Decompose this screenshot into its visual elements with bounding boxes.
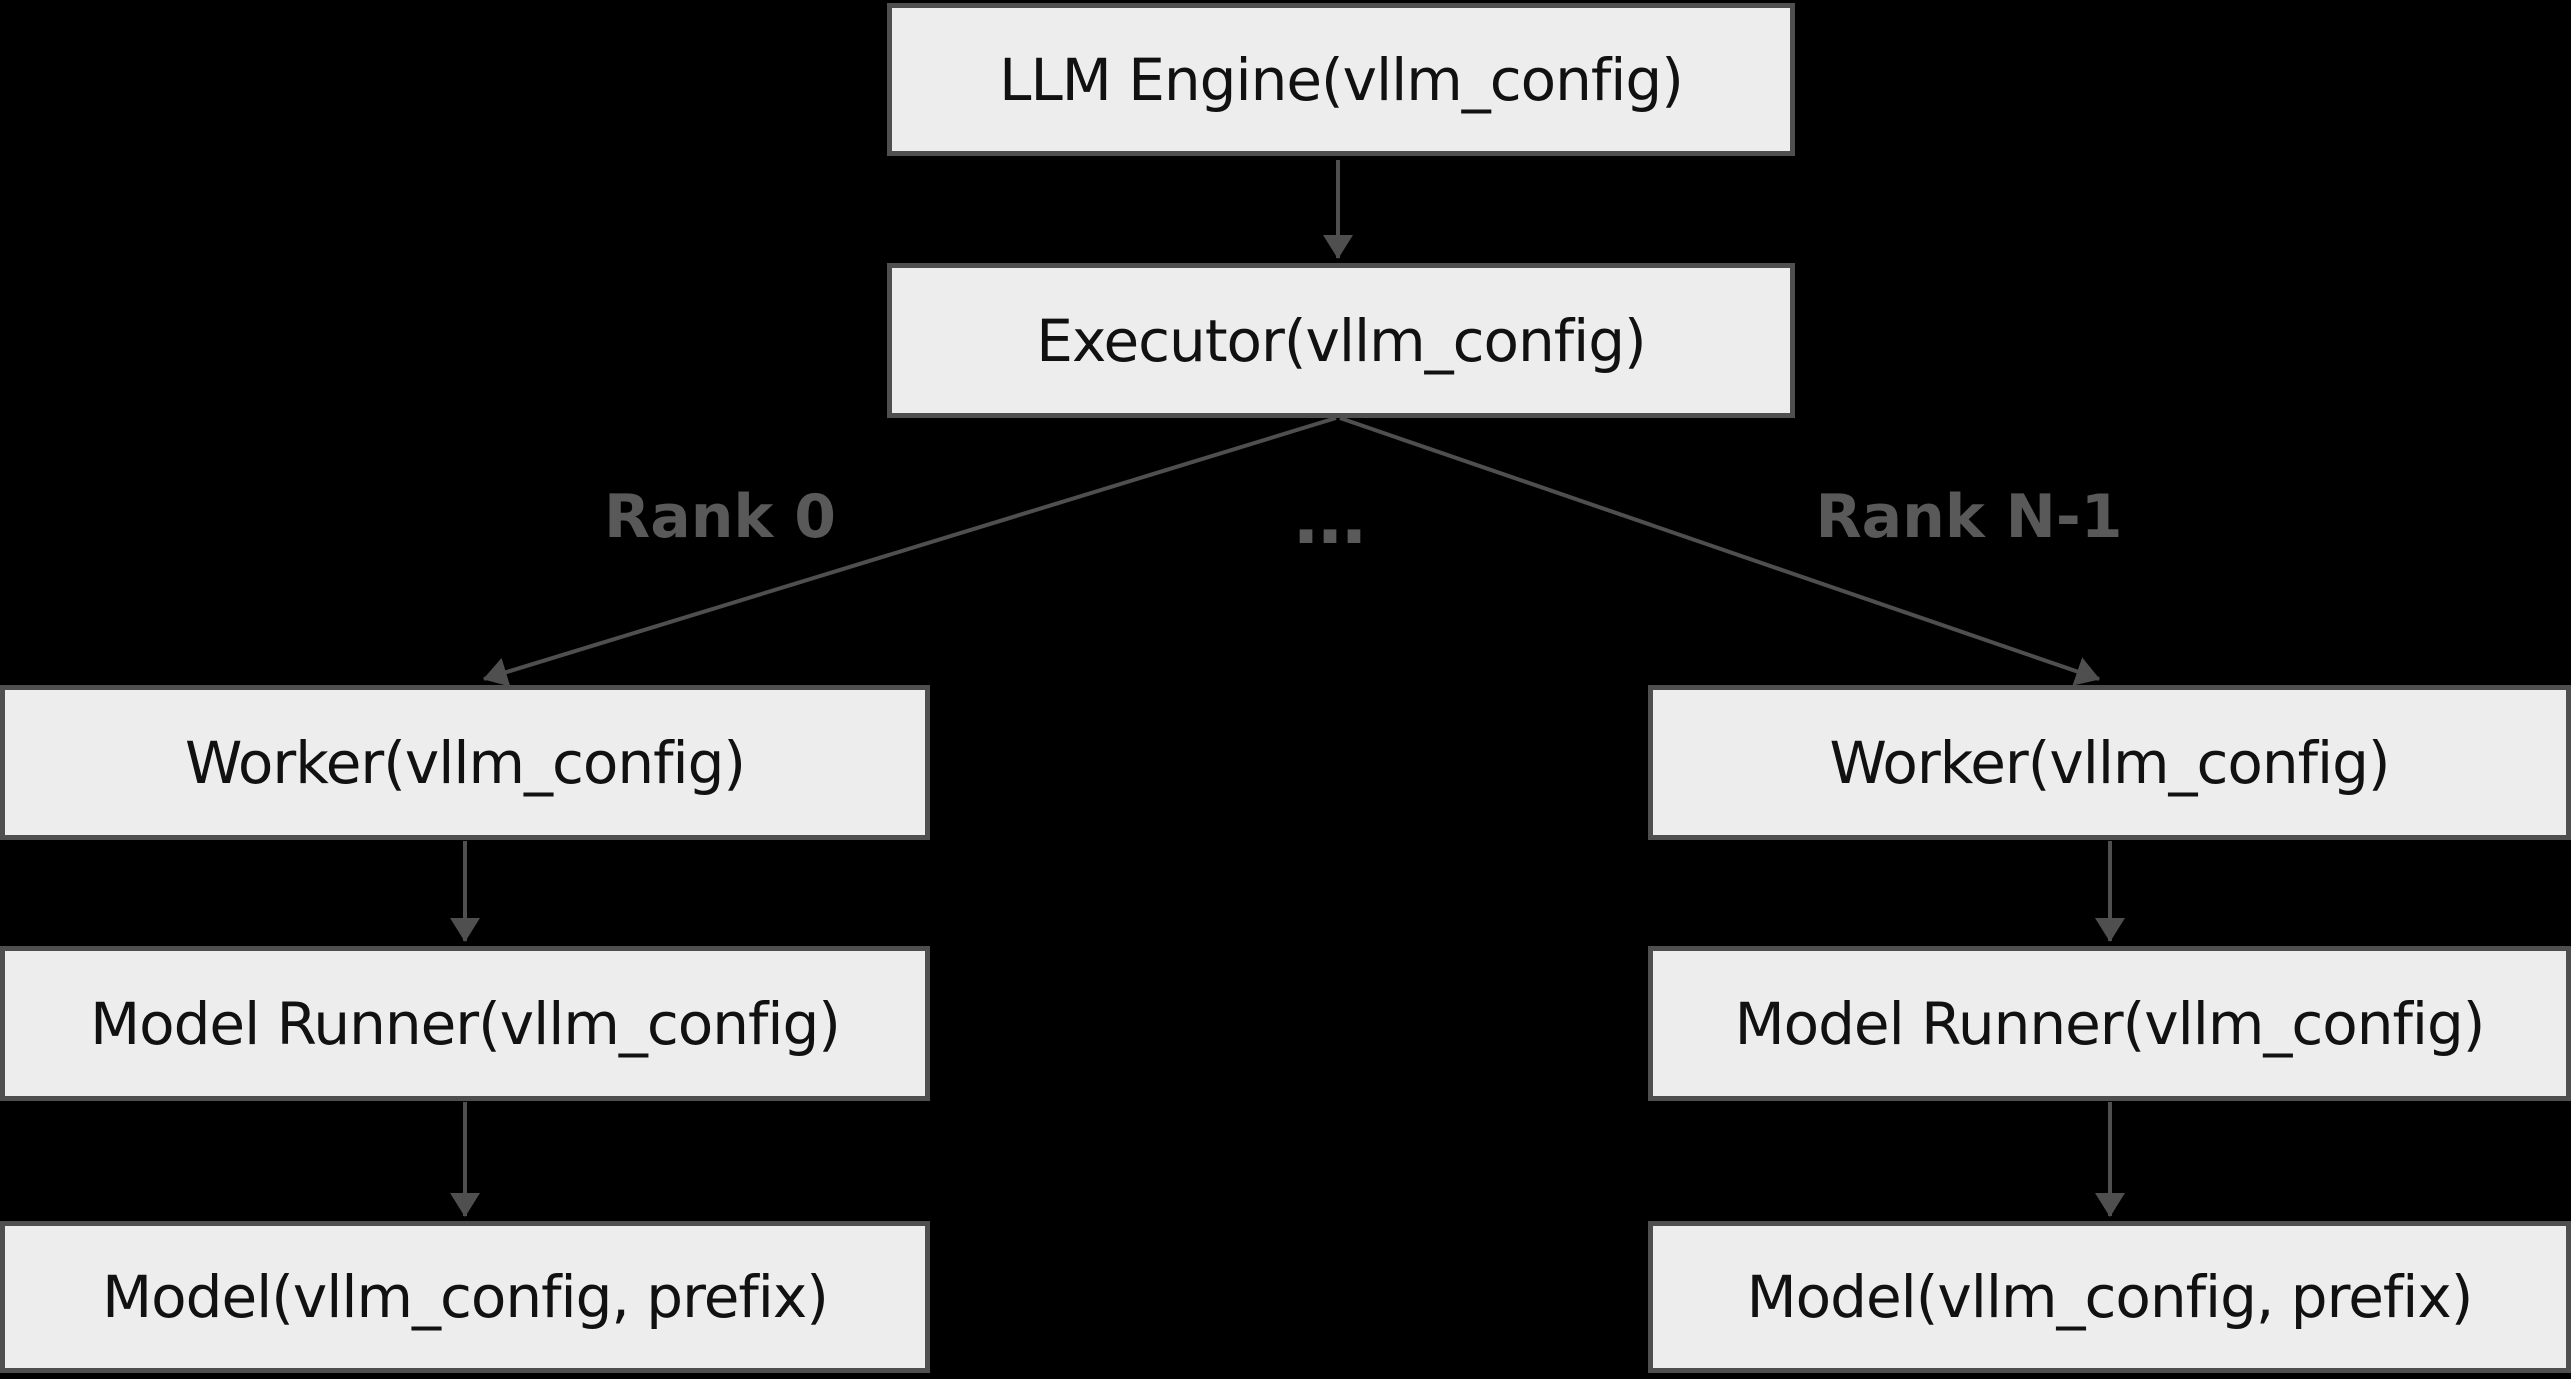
node-worker-rankN: Worker(vllm_config) (1648, 685, 2571, 840)
node-model-rank0-label: Model(vllm_config, prefix) (102, 1263, 829, 1331)
node-llm-engine-label: LLM Engine(vllm_config) (999, 45, 1684, 114)
node-executor-label: Executor(vllm_config) (1036, 306, 1646, 375)
edge-label-rankN: Rank N-1 (1815, 482, 2123, 552)
node-model-rankN-label: Model(vllm_config, prefix) (1746, 1263, 2474, 1331)
node-worker-rankN-label: Worker(vllm_config) (1829, 728, 2390, 797)
node-model-runner-rankN: Model Runner(vllm_config) (1648, 946, 2571, 1101)
node-worker-rank0: Worker(vllm_config) (0, 685, 930, 840)
node-model-runner-rankN-label: Model Runner(vllm_config) (1734, 989, 2486, 1058)
node-model-runner-rank0-label: Model Runner(vllm_config) (90, 989, 841, 1058)
edge-executor-to-worker-rankN (1339, 416, 2100, 686)
edge-executor-to-worker-rank0 (483, 416, 1337, 687)
node-executor: Executor(vllm_config) (887, 263, 1795, 418)
node-worker-rank0-label: Worker(vllm_config) (184, 728, 746, 797)
edge-label-ellipsis: … (1294, 476, 1368, 560)
node-model-runner-rank0: Model Runner(vllm_config) (0, 946, 930, 1101)
node-model-rankN: Model(vllm_config, prefix) (1648, 1221, 2571, 1373)
node-model-rank0: Model(vllm_config, prefix) (0, 1221, 930, 1373)
node-llm-engine: LLM Engine(vllm_config) (887, 3, 1795, 156)
edge-label-rank0: Rank 0 (604, 482, 836, 552)
